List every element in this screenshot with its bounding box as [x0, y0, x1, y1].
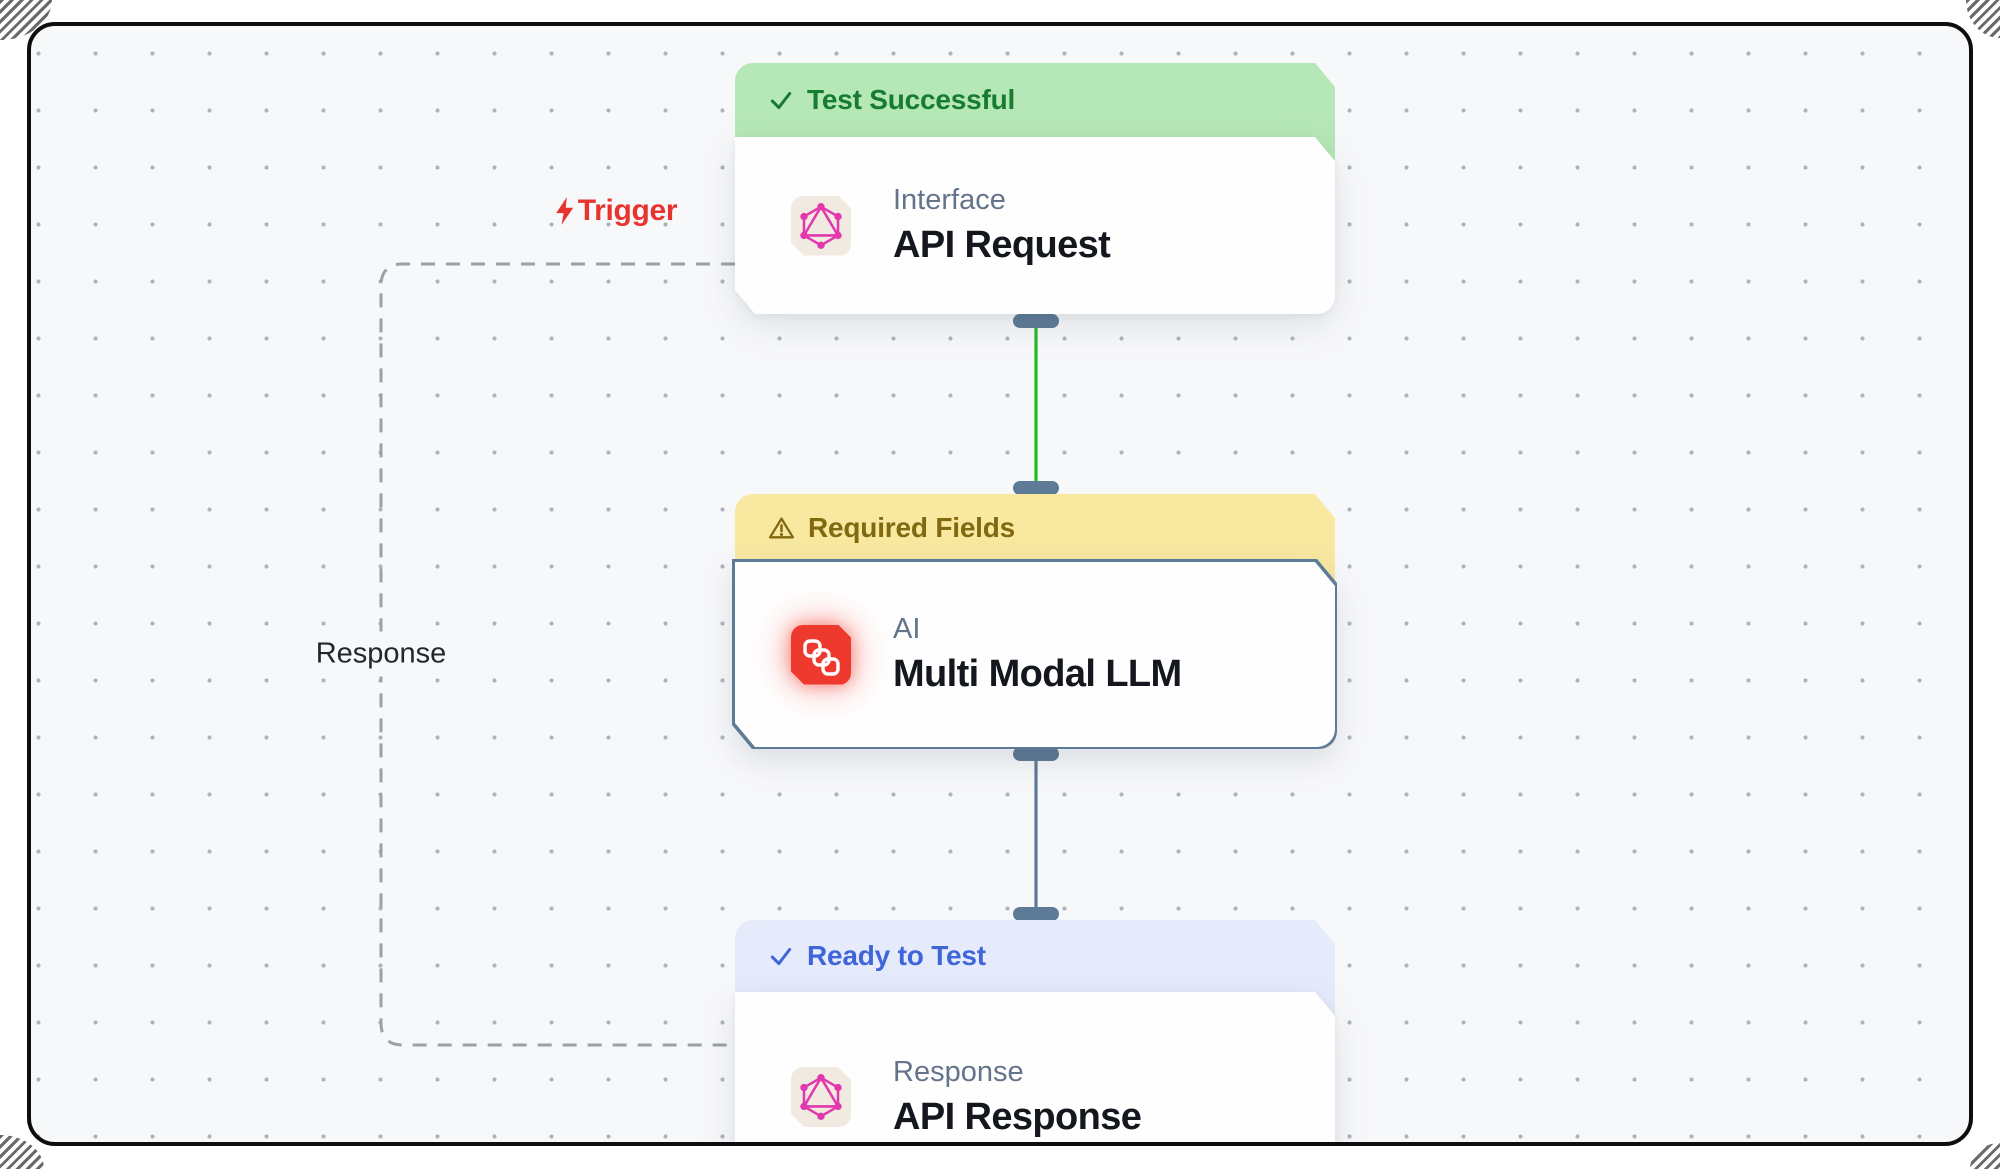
check-icon — [770, 91, 792, 110]
node-category: Interface — [893, 184, 1006, 216]
response-edge-label: Response — [305, 631, 457, 677]
handle-llm-input[interactable] — [1013, 481, 1059, 495]
node-api-request[interactable]: Test Successful — [735, 63, 1335, 314]
corner-decoration — [1966, 0, 2000, 38]
trigger-edge-label: Trigger — [553, 194, 678, 228]
flow-canvas[interactable]: Trigger Response Test Successful — [27, 22, 1973, 1146]
graphql-icon — [791, 196, 851, 256]
chain-icon — [791, 625, 851, 685]
handle-api-response-input[interactable] — [1013, 907, 1059, 921]
check-icon — [770, 947, 792, 966]
lightning-bolt-icon — [556, 197, 574, 225]
node-multi-modal-llm[interactable]: Required Fields A — [735, 494, 1335, 747]
node-title: API Request — [893, 224, 1111, 266]
node-title: API Response — [893, 1095, 1142, 1138]
node-title: Multi Modal LLM — [893, 653, 1182, 695]
graphql-icon — [791, 1067, 851, 1127]
node-api-response[interactable]: Ready to Test — [735, 920, 1335, 1146]
node-category: AI — [893, 613, 921, 645]
node-category: Response — [893, 1055, 1024, 1088]
corner-decoration — [1970, 1143, 2000, 1169]
trigger-edge-label-text: Trigger — [577, 194, 678, 227]
status-text: Ready to Test — [807, 940, 986, 971]
handle-llm-output[interactable] — [1013, 747, 1059, 761]
status-text: Required Fields — [808, 512, 1016, 543]
handle-api-request-output[interactable] — [1013, 314, 1059, 328]
warning-icon — [768, 516, 795, 538]
status-text: Test Successful — [807, 84, 1016, 115]
